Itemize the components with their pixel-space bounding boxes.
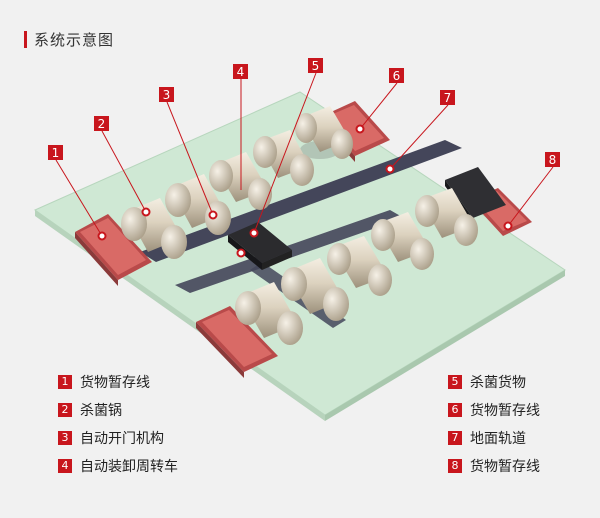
retort-tank xyxy=(121,198,187,259)
legend-item: 7 地面轨道 xyxy=(448,424,540,452)
legend-item: 3 自动开门机构 xyxy=(58,424,178,452)
title-text: 系统示意图 xyxy=(34,30,115,49)
legend-item: 2 杀菌锅 xyxy=(58,396,178,424)
callout-number: 1 xyxy=(52,146,60,160)
callout-4: 4 xyxy=(233,64,248,79)
page-title: 系统示意图 xyxy=(24,28,114,50)
callout-1: 1 xyxy=(48,145,63,160)
callout-7: 7 xyxy=(440,90,455,105)
legend-number: 3 xyxy=(58,431,72,445)
retort-tank xyxy=(235,282,303,345)
retort-tank xyxy=(327,236,392,296)
retort-tank xyxy=(371,212,434,270)
legend-number: 8 xyxy=(448,459,462,473)
legend-label: 杀菌货物 xyxy=(470,375,526,391)
legend-number: 2 xyxy=(58,403,72,417)
callout-number: 3 xyxy=(163,88,171,102)
leader-lines xyxy=(55,72,554,237)
retort-tank xyxy=(295,106,353,159)
legend-label: 杀菌锅 xyxy=(80,403,122,419)
callout-3: 3 xyxy=(159,87,174,102)
retort-tank xyxy=(253,130,314,186)
legend-number: 6 xyxy=(448,403,462,417)
leader-dots xyxy=(97,124,513,258)
legend-label: 地面轨道 xyxy=(470,431,526,447)
callout-6: 6 xyxy=(389,68,404,83)
legend-item: 6 货物暂存线 xyxy=(448,396,540,424)
callout-2: 2 xyxy=(94,116,109,131)
callout-8: 8 xyxy=(545,152,560,167)
retort-tank xyxy=(281,258,349,321)
legend-item: 8 货物暂存线 xyxy=(448,452,540,480)
legend-number: 4 xyxy=(58,459,72,473)
callout-5: 5 xyxy=(308,58,323,73)
callout-number: 5 xyxy=(312,59,320,73)
legend-number: 5 xyxy=(448,375,462,389)
legend-number: 7 xyxy=(448,431,462,445)
legend-number: 1 xyxy=(58,375,72,389)
legend-left: 1 货物暂存线 2 杀菌锅 3 自动开门机构 4 自动装卸周转车 xyxy=(58,368,178,480)
legend-item: 1 货物暂存线 xyxy=(58,368,178,396)
callout-number: 8 xyxy=(549,153,557,167)
legend-item: 4 自动装卸周转车 xyxy=(58,452,178,480)
callout-number: 2 xyxy=(98,117,106,131)
legend-label: 自动装卸周转车 xyxy=(80,459,178,475)
legend-label: 货物暂存线 xyxy=(470,403,540,419)
floor-edge-right xyxy=(325,270,565,421)
staging-line-bottom xyxy=(196,306,278,378)
legend-item: 5 杀菌货物 xyxy=(448,368,540,396)
callout-number: 7 xyxy=(444,91,452,105)
callout-number: 4 xyxy=(237,65,245,79)
staging-line-1 xyxy=(75,214,152,286)
legend-label: 货物暂存线 xyxy=(80,375,150,391)
legend-label: 货物暂存线 xyxy=(470,459,540,475)
title-accent-bar xyxy=(24,30,27,48)
retort-tank xyxy=(415,188,478,246)
legend-right: 5 杀菌货物 6 货物暂存线 7 地面轨道 8 货物暂存线 xyxy=(448,368,540,480)
callout-number: 6 xyxy=(393,69,401,83)
legend-label: 自动开门机构 xyxy=(80,431,164,447)
